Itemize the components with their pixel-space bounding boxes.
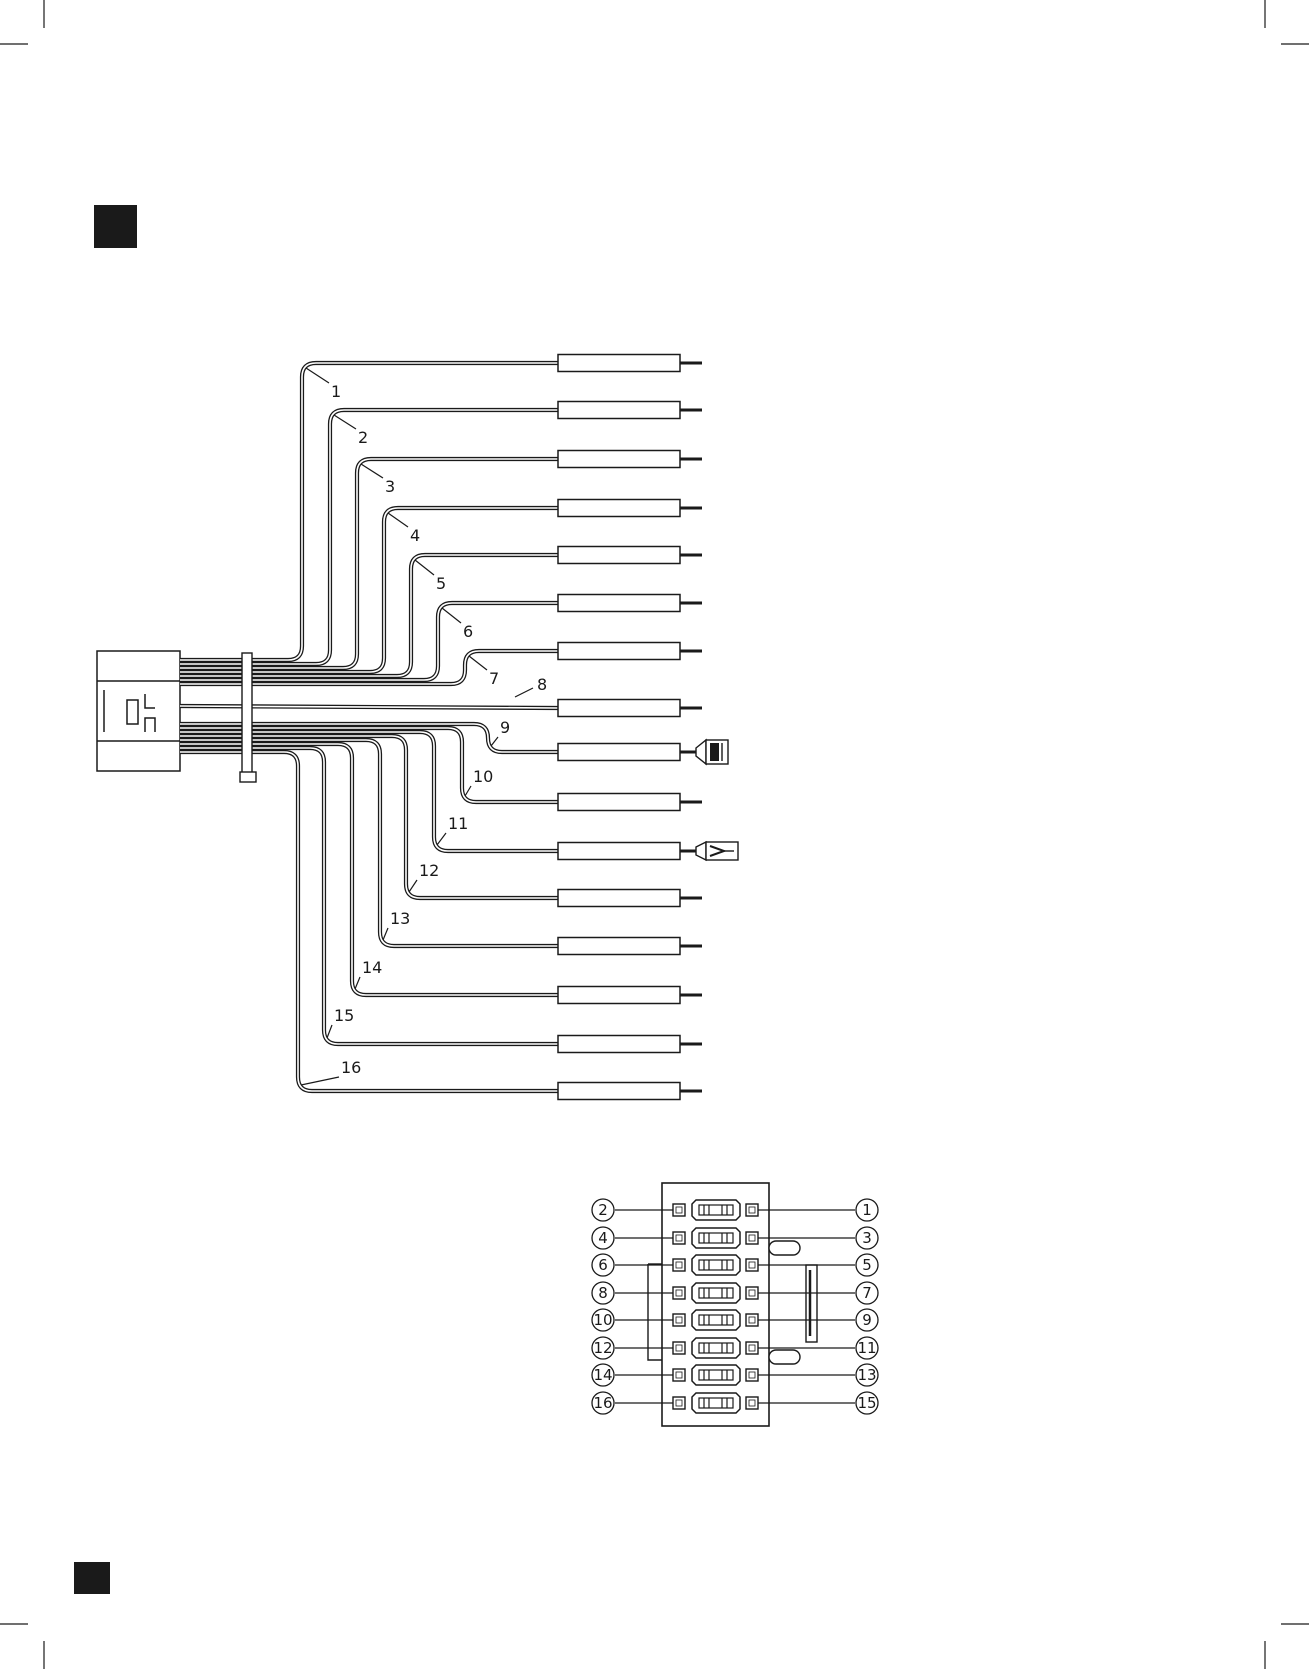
- pin-label-6: 6: [598, 1256, 608, 1274]
- pin-label-15: 15: [857, 1394, 876, 1412]
- wire-2: [180, 402, 702, 665]
- pin-label-7: 7: [862, 1284, 872, 1302]
- wire-label-15: 15: [334, 1006, 354, 1025]
- harness-plug: [97, 651, 180, 771]
- section-marker: [94, 205, 137, 248]
- pin-label-13: 13: [857, 1366, 876, 1384]
- page-marker: [74, 1562, 110, 1594]
- wire-label-2: 2: [358, 428, 368, 447]
- pin-label-4: 4: [598, 1229, 608, 1247]
- pin-label-10: 10: [593, 1311, 612, 1329]
- wire-label-4: 4: [410, 526, 420, 545]
- wire-label-3: 3: [385, 477, 395, 496]
- wire-label-6: 6: [463, 622, 473, 641]
- pin-label-5: 5: [862, 1256, 872, 1274]
- connector-row: 12 11: [592, 1337, 878, 1359]
- pin-label-3: 3: [862, 1229, 872, 1247]
- pin-label-12: 12: [593, 1339, 612, 1357]
- wire-14: [180, 744, 702, 1004]
- pin-label-9: 9: [862, 1311, 872, 1329]
- wire-label-9: 9: [500, 718, 510, 737]
- wire-label-10: 10: [473, 767, 493, 786]
- pin-label-14: 14: [593, 1366, 612, 1384]
- wire-label-7: 7: [489, 669, 499, 688]
- wire-8: [180, 700, 702, 717]
- wire-label-14: 14: [362, 958, 382, 977]
- wire-label-16: 16: [341, 1058, 361, 1077]
- wire-label-13: 13: [390, 909, 410, 928]
- pin-label-16: 16: [593, 1394, 612, 1412]
- connector-row: 10 9: [592, 1309, 878, 1331]
- wire-label-5: 5: [436, 574, 446, 593]
- wire-label-1: 1: [331, 382, 341, 401]
- wire-bundle: [180, 355, 738, 1100]
- wire-label-11: 11: [448, 814, 468, 833]
- wire-12: [180, 736, 702, 907]
- wire-label-12: 12: [419, 861, 439, 880]
- wire-label-8: 8: [537, 675, 547, 694]
- connector-row: 14 13: [592, 1364, 878, 1386]
- pin-label-11: 11: [857, 1339, 876, 1357]
- pin-label-1: 1: [862, 1201, 872, 1219]
- pin-label-2: 2: [598, 1201, 608, 1219]
- pin-label-8: 8: [598, 1284, 608, 1302]
